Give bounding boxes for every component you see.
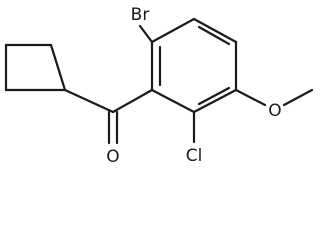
structure-canvas: Br Cl O O	[4, 5, 314, 167]
bond-o-ch3	[282, 88, 314, 107]
bond-ring-3	[192, 17, 238, 44]
carbonyl-double-bond	[107, 110, 119, 145]
bond-ring-6	[150, 88, 196, 114]
bond-cb-carbonyl	[63, 88, 115, 114]
bond-carbonyl-ring	[111, 88, 154, 114]
bond-cb-right	[49, 43, 67, 92]
bond-ring-5	[192, 88, 238, 114]
bond-ring-o	[234, 88, 267, 107]
bond-ring-2	[150, 17, 196, 44]
bond-ring-inner-3	[197, 86, 231, 106]
ketone-oxygen-label: O	[106, 147, 119, 167]
bromine-label: Br	[131, 5, 150, 25]
benzene-ring	[150, 17, 238, 114]
bond-ring-inner-2	[197, 25, 231, 46]
molecule-diagram: Br Cl O O	[4, 5, 314, 167]
cyclobutane-ring	[4, 43, 67, 92]
bond-ring-br	[138, 24, 154, 44]
ether-oxygen-label: O	[268, 101, 281, 121]
chlorine-label: Cl	[186, 146, 203, 166]
